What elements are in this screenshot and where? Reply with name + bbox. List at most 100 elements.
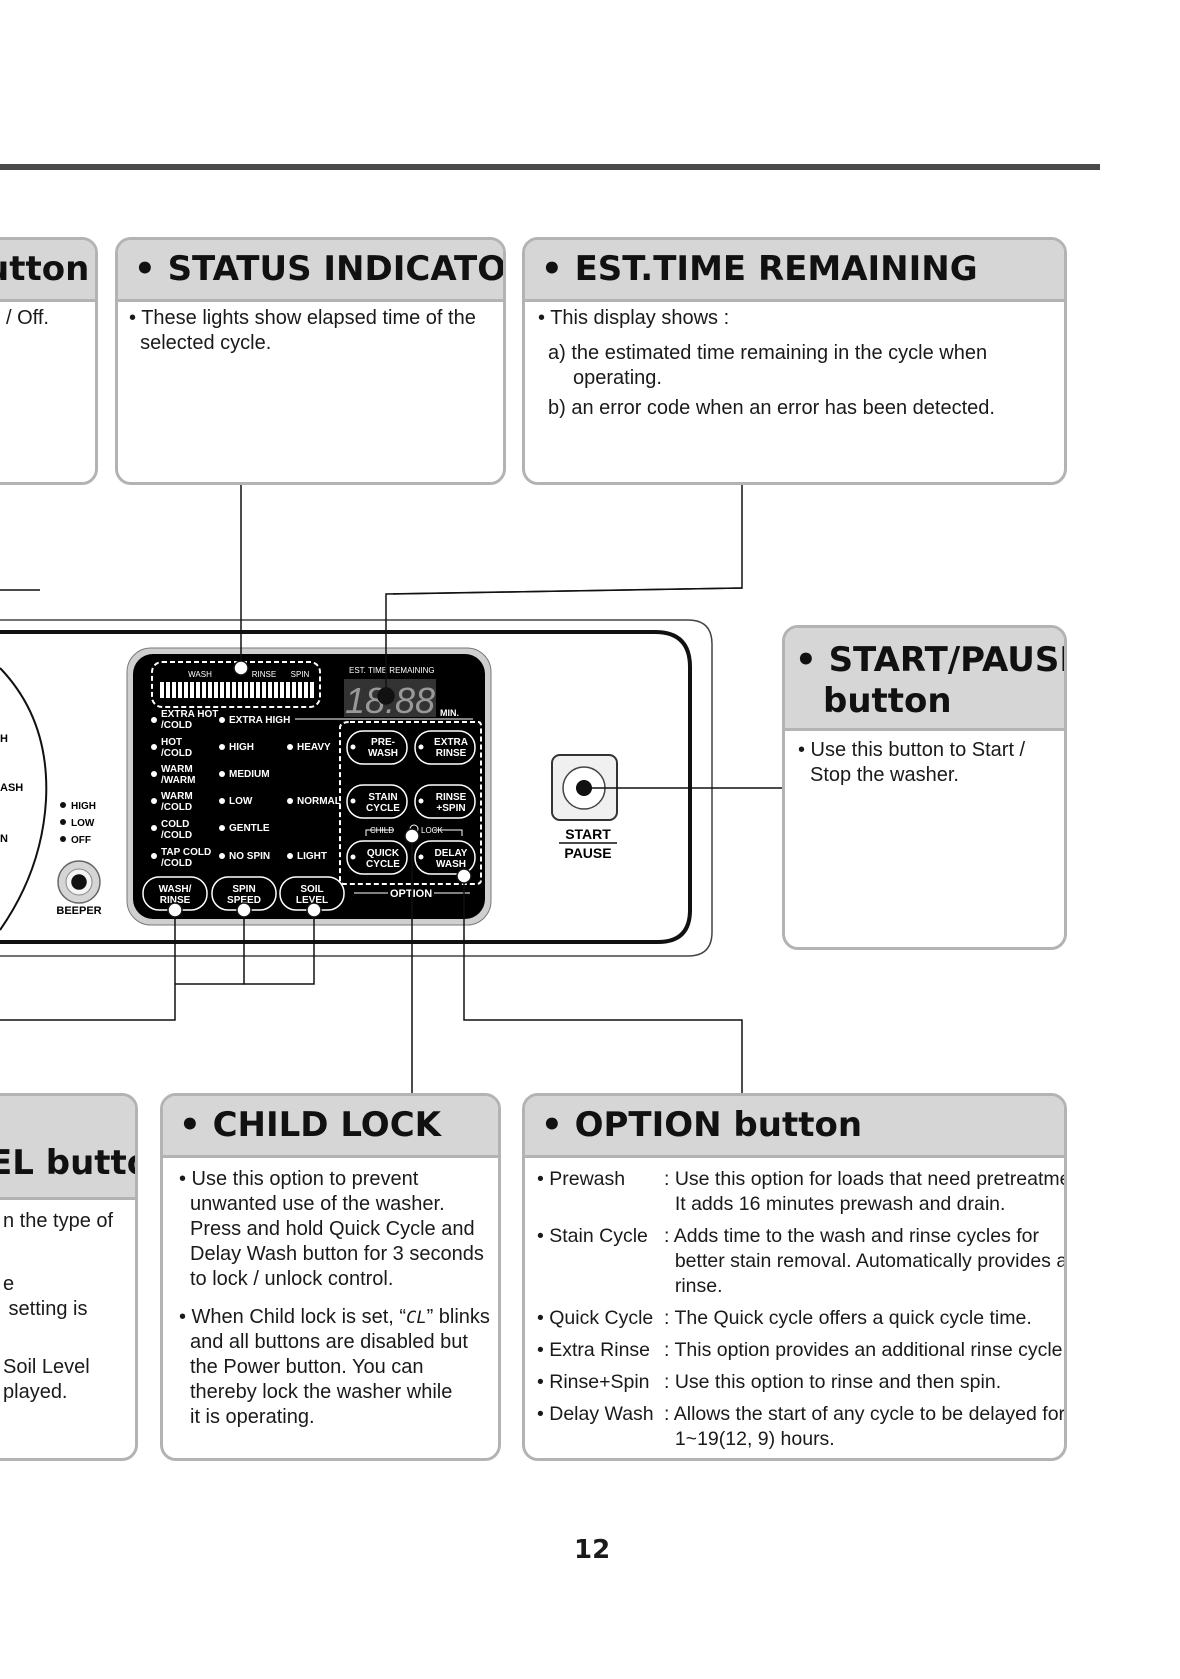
box-text-line: played.: [3, 1381, 68, 1403]
temp-label: WARM: [161, 791, 193, 802]
option-desc: 1~19(12, 9) hours.: [664, 1428, 835, 1450]
dial-label: H: [0, 733, 8, 745]
status-bar-frame: [151, 661, 321, 708]
option-key: • Rinse+Spin: [537, 1371, 650, 1393]
beeper-dot: [60, 802, 66, 808]
beeper-level-label: LOW: [71, 818, 95, 829]
button-label: WASH: [436, 859, 466, 870]
soil-label: LIGHT: [297, 851, 327, 862]
box-title: • START/PAUSE: [795, 640, 1067, 680]
beeper-dot: [60, 836, 66, 842]
option-frame: [339, 721, 482, 885]
option-desc: better stain removal. Automatically prov…: [664, 1250, 1067, 1272]
button-label: QUICK: [367, 848, 400, 859]
box-title: utton: [0, 249, 90, 289]
box-text-line: and all buttons are disabled but: [190, 1331, 468, 1353]
button-label: RINSE: [160, 895, 191, 906]
lock-label: LOCK: [421, 826, 443, 835]
option-desc: : Allows the start of any cycle to be de…: [664, 1403, 1066, 1425]
cl-code: CL: [406, 1308, 427, 1328]
box-text-line: operating.: [573, 367, 662, 389]
box-title: • OPTION button: [541, 1105, 863, 1145]
temp-label: /COLD: [161, 830, 192, 841]
button-label: SPEED: [227, 895, 261, 906]
temp-column: EXTRA HOT/COLD HOT/COLD WARM/WARM WARM/C…: [151, 709, 218, 869]
status-indicator-box: • STATUS INDICATOR • These lights show e…: [115, 237, 506, 485]
box-text-line: n the type of: [3, 1210, 114, 1232]
start-label: START: [565, 826, 611, 842]
delay-wash-button[interactable]: DELAY WASH: [414, 840, 476, 875]
callout-endpoints: [71, 660, 592, 918]
option-key: • Extra Rinse: [537, 1339, 651, 1361]
child-lock-bracket: [365, 829, 463, 836]
temp-label: /COLD: [161, 748, 192, 759]
option-desc: : Adds time to the wash and rinse cycles…: [664, 1225, 1040, 1247]
temp-label: WARM: [161, 764, 193, 775]
box-text-line: it is operating.: [190, 1406, 315, 1428]
button-label: +SPIN: [436, 803, 465, 814]
stain-cycle-button[interactable]: STAIN CYCLE: [346, 784, 408, 819]
temp-label: /WARM: [161, 775, 195, 786]
min-label: MIN.: [440, 708, 459, 718]
box-text-line: • When Child lock is set, “CL” blinks: [179, 1305, 490, 1331]
beeper-level-label: HIGH: [71, 801, 96, 812]
spin-label: EXTRA HIGH: [229, 715, 290, 726]
button-label: WASH: [368, 748, 398, 759]
box-text-line: e: [3, 1273, 15, 1295]
soil-column: HEAVY NORMAL LIGHT: [287, 742, 341, 862]
button-label: CYCLE: [366, 859, 400, 870]
quick-cycle-button[interactable]: QUICK CYCLE: [346, 840, 408, 875]
spin-label: NO SPIN: [229, 851, 270, 862]
box-text-line: • Use this option to prevent: [179, 1168, 419, 1190]
dial-label: ASH: [0, 782, 23, 794]
button-label: RINSE: [436, 748, 467, 759]
button-label: WASH/: [159, 884, 192, 895]
option-key: • Quick Cycle: [537, 1307, 654, 1329]
box-title-line2: button: [823, 681, 952, 721]
option-desc: : Use this option for loads that need pr…: [664, 1168, 1067, 1190]
box-text-line: • Use this button to Start /: [798, 739, 1026, 761]
button-label: DELAY: [435, 848, 468, 859]
option-label: OPTION: [390, 888, 432, 900]
est-time-label: EST. TIME REMAINING: [349, 666, 435, 675]
temp-label: COLD: [161, 819, 189, 830]
box-text-line: unwanted use of the washer.: [190, 1193, 445, 1215]
dial-arc: [0, 667, 48, 931]
box-text-line: • This display shows :: [538, 307, 730, 329]
prewash-button[interactable]: PRE- WASH: [346, 730, 408, 765]
box-text-line: setting is: [3, 1298, 88, 1320]
soil-label: HEAVY: [297, 742, 331, 753]
temp-label: EXTRA HOT: [161, 709, 218, 720]
box-text-line: to lock / unlock control.: [190, 1268, 394, 1290]
option-key: • Delay Wash: [537, 1403, 654, 1425]
button-label: PRE-: [371, 737, 395, 748]
leader-soil-group: [243, 910, 315, 985]
extra-rinse-button[interactable]: EXTRA RINSE: [414, 730, 476, 765]
leader-soil: [0, 910, 176, 1021]
text-fragment: • When Child lock is set, “: [179, 1306, 407, 1328]
temp-label: TAP COLD: [161, 847, 211, 858]
power-button-box: utton / Off.: [0, 237, 98, 485]
button-label: LEVEL: [296, 895, 328, 906]
soil-label: NORMAL: [297, 796, 341, 807]
spin-label: MEDIUM: [229, 769, 270, 780]
button-label: SOIL: [300, 884, 323, 895]
temp-label: /COLD: [161, 802, 192, 813]
beeper-label: BEEPER: [56, 905, 101, 917]
button-label: EXTRA: [434, 737, 468, 748]
est-time-box: • EST.TIME REMAINING • This display show…: [522, 237, 1067, 485]
box-text-line: Press and hold Quick Cycle and: [190, 1218, 475, 1240]
box-text: / Off.: [6, 307, 49, 329]
option-desc: : This option provides an additional rin…: [664, 1339, 1067, 1361]
option-desc: rinse.: [664, 1275, 723, 1297]
temp-label: /COLD: [161, 720, 192, 731]
leader-option: [463, 876, 743, 1093]
rinse-spin-button[interactable]: RINSE +SPIN: [414, 784, 476, 819]
status-bar-rinse-label: RINSE: [252, 670, 276, 679]
box-text-line: Stop the washer.: [810, 764, 959, 786]
page-number: 12: [574, 1535, 611, 1565]
spin-column: EXTRA HIGH HIGH MEDIUM LOW GENTLE NO SPI…: [219, 715, 290, 862]
status-bar-spin-label: SPIN: [291, 670, 310, 679]
button-label: RINSE: [436, 792, 467, 803]
